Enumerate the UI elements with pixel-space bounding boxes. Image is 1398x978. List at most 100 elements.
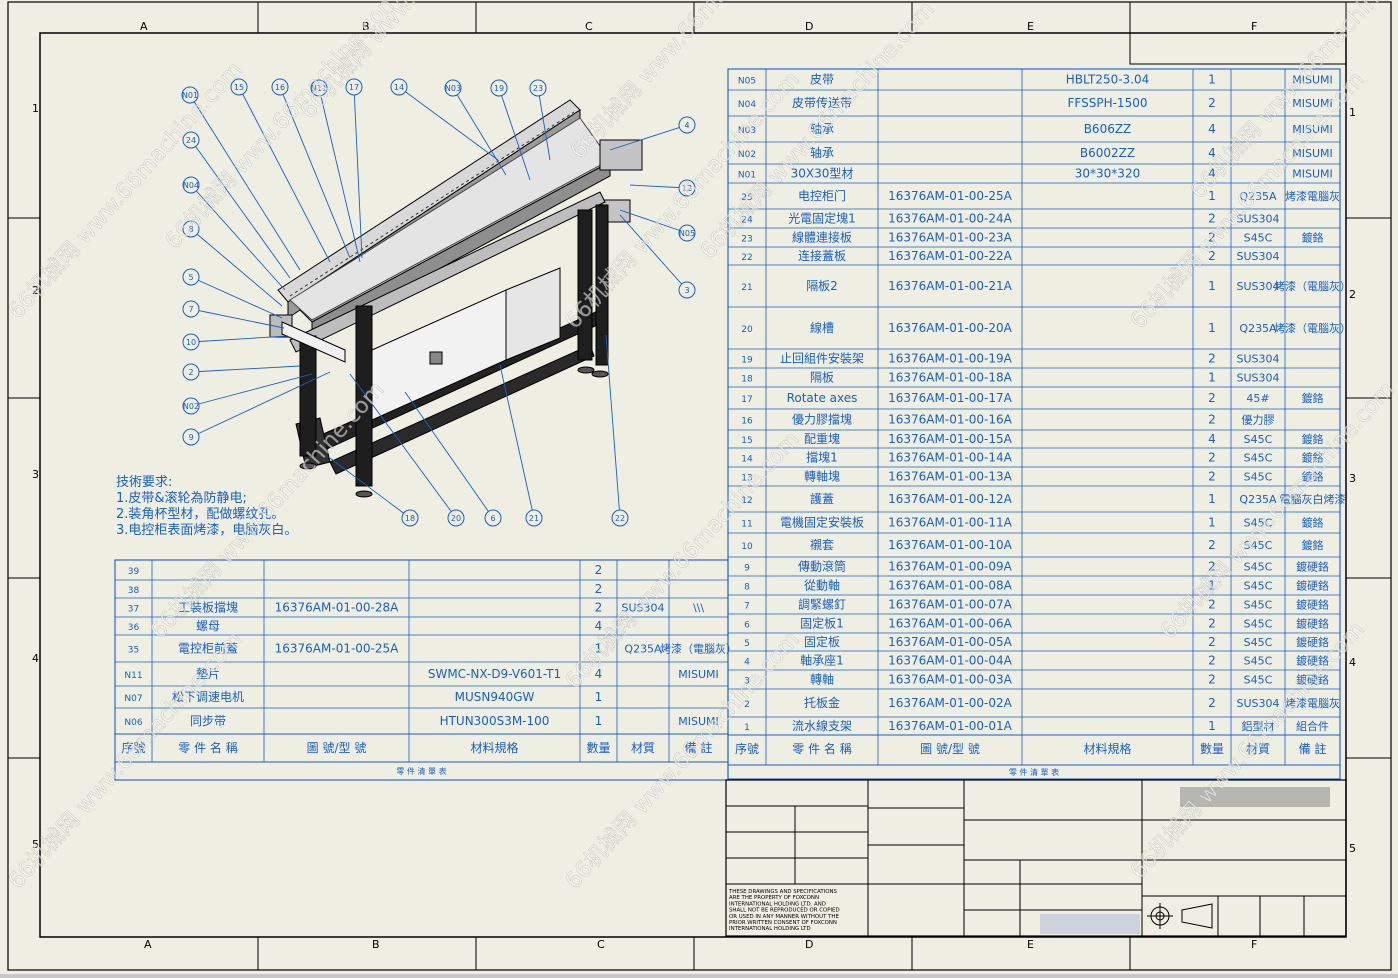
bom-cell-dwg: 16376AM-01-00-01A — [888, 719, 1013, 733]
bom-cell-qty: 2 — [1208, 598, 1216, 612]
tech-req-line-2: 2.装角杯型材，配做螺纹孔。 — [116, 507, 284, 522]
bom-cell-name: 轉軸塊 — [804, 469, 840, 484]
bom-cell-mat: 鋁型材 — [1242, 719, 1275, 733]
bom-cell-spec: FFSSPH-1500 — [1068, 96, 1148, 110]
callout-balloon — [182, 268, 200, 286]
bom-cell-name: 轉軸 — [810, 673, 834, 687]
bom-cell-note: 鍍鉻 — [1302, 391, 1324, 405]
zone-label-left: 4 — [32, 652, 39, 665]
bom-cell-qty: 2 — [1208, 96, 1216, 110]
callout-label: 3 — [684, 286, 689, 295]
bom-cell-dwg: 16376AM-01-00-09A — [888, 560, 1013, 574]
callout-label: 5 — [188, 273, 193, 282]
bom-cell-mat: S45C — [1244, 655, 1273, 668]
bom-header-qty: 數量 — [586, 741, 610, 755]
bom-cell-qty: 1 — [1208, 73, 1216, 87]
callout-balloon — [182, 363, 200, 381]
bom-cell-dwg: 16376AM-01-00-23A — [888, 231, 1013, 245]
bom-cell-spec: B606ZZ — [1084, 122, 1132, 136]
bom-cell-no: N02 — [738, 150, 756, 160]
bom-cell-spec: SWMC-NX-D9-V601-T1 — [428, 667, 561, 681]
bom-cell-dwg: 16376AM-01-00-19A — [888, 352, 1013, 366]
bom-cell-no: 14 — [741, 455, 753, 465]
callout-label: 12 — [682, 184, 692, 193]
bom-cell-dwg: 16376AM-01-00-16A — [888, 413, 1013, 427]
bom-cell-no: 17 — [741, 395, 752, 405]
callout-balloon — [310, 79, 328, 97]
bom-cell-name: 隔板2 — [806, 279, 838, 293]
callout-balloon — [182, 300, 200, 318]
redacted-company-logo — [1180, 787, 1330, 807]
bom-cell-name: 調緊螺釘 — [798, 597, 846, 612]
zone-label-bottom: D — [805, 938, 813, 951]
bom-cell-qty: 1 — [1208, 189, 1216, 203]
bom-cell-no: N03 — [738, 126, 756, 136]
leader-line — [279, 86, 351, 259]
bom-cell-name: 擋塊1 — [806, 450, 838, 465]
bom-cell-qty: 2 — [1208, 617, 1216, 631]
zone-label-bottom: C — [597, 938, 605, 951]
callout-label: 20 — [451, 514, 461, 523]
callout-balloon — [390, 78, 408, 96]
bom-cell-no: 19 — [741, 356, 753, 366]
zone-label-bottom: B — [372, 938, 380, 951]
bom-cell-spec: HBLT250-3.04 — [1066, 73, 1150, 87]
bom-cell-qty: 2 — [1208, 413, 1216, 427]
bom-cell-name: 護蓋 — [810, 491, 834, 506]
zone-label-bottom: A — [144, 938, 152, 951]
bom-header-no: 序號 — [121, 740, 145, 755]
bom-cell-note: 鍍硬鉻 — [1296, 598, 1329, 612]
bom-cell-note: 烤漆（電腦灰） — [1274, 321, 1351, 335]
zone-label-left: 1 — [32, 102, 39, 115]
bom-cell-spec: 30*30*320 — [1075, 167, 1140, 181]
bom-cell-qty: 1 — [595, 642, 603, 656]
tech-req-line-3: 3.电控柜表面烤漆，电脑灰白。 — [116, 522, 297, 538]
bom-cell-mat: S45C — [1244, 618, 1273, 631]
bom-cell-no: 39 — [128, 567, 140, 577]
bom-cell-qty: 2 — [1208, 470, 1216, 484]
bom-cell-no: 13 — [741, 474, 752, 484]
bom-cell-mat: S45C — [1244, 580, 1273, 593]
leader-line — [619, 214, 688, 291]
bom-cell-name: 傳動滾筒 — [798, 559, 846, 574]
bom-cell-dwg: 16376AM-01-00-10A — [888, 538, 1013, 552]
bom-header-no: 序號 — [735, 741, 759, 756]
bom-cell-qty: 2 — [1208, 451, 1216, 465]
callout-balloon — [182, 397, 200, 415]
bom-cell-dwg: 16376AM-01-00-06A — [888, 617, 1013, 631]
bom-cell-no: N01 — [738, 171, 756, 181]
bom-cell-no: 23 — [741, 235, 752, 245]
callout-balloon — [678, 116, 696, 134]
leader-line — [629, 184, 688, 189]
bom-cell-note: 鍍硬鉻 — [1296, 635, 1329, 649]
leader-line — [190, 308, 285, 329]
bom-cell-qty: 4 — [1208, 167, 1216, 181]
leader-line — [318, 87, 361, 263]
bom-cell-name: 墊片 — [196, 667, 220, 681]
leader-line — [190, 371, 331, 438]
bom-cell-mat: SUS304 — [1236, 372, 1279, 385]
bom-cell-dwg: 16376AM-01-00-14A — [888, 451, 1013, 465]
callout-balloon — [182, 333, 200, 351]
bom-cell-mat: S45C — [1244, 539, 1273, 552]
callout-label: 10 — [186, 338, 196, 347]
callout-label: 22 — [615, 514, 625, 523]
callout-label: 6 — [490, 514, 495, 523]
bom-cell-name: 同步带 — [190, 714, 226, 728]
callout-label: 7 — [188, 305, 193, 314]
bom-cell-no: 16 — [741, 417, 753, 427]
bom-cell-spec: MUSN940GW — [455, 690, 535, 704]
technical-requirements: 技術要求: 1.皮带&滚轮為防静电; 2.装角杯型材，配做螺纹孔。 3.电控柜表… — [116, 475, 297, 538]
bom-cell-dwg: 16376AM-01-00-04A — [888, 654, 1013, 668]
bom-header-dwg: 圖 號/型 號 — [307, 741, 367, 755]
bom-cell-mat: S45C — [1244, 471, 1273, 484]
callout-balloon — [182, 131, 200, 149]
callout-label: N05 — [679, 229, 695, 238]
outer-border — [7, 1, 1392, 971]
bom-cell-note: 鍍鉻 — [1302, 470, 1324, 484]
bom-cell-qty: 1 — [1208, 321, 1216, 335]
bom-cell-qty: 4 — [1208, 146, 1216, 160]
bom-cell-note: 鍍鉻 — [1302, 538, 1324, 552]
